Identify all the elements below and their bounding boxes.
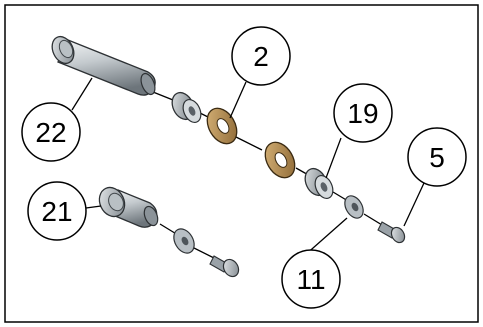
callout-circle (27, 181, 87, 241)
callout-circle (281, 249, 341, 309)
part-11-flat-washer-upper (344, 195, 364, 219)
part-5-bolt-lower (209, 255, 240, 278)
bushing-upper (171, 91, 202, 123)
callout-label-19: 19 (347, 98, 378, 129)
part-19-bronze-washer (264, 141, 296, 179)
part-11-flat-washer-lower (173, 228, 195, 254)
callout-19: 19 (333, 83, 393, 143)
part-2-bronze-washer (206, 107, 238, 145)
callout-22: 22 (21, 102, 81, 162)
part-19-bushing (304, 167, 334, 199)
callout-label-22: 22 (35, 117, 66, 148)
callout-label-2: 2 (253, 41, 269, 72)
callout-circle (231, 26, 291, 86)
callout-5: 5 (407, 127, 467, 187)
part-22-long-pin (51, 35, 156, 96)
callout-label-5: 5 (429, 142, 445, 173)
callout-2: 2 (231, 26, 291, 86)
callout-label-21: 21 (41, 196, 72, 227)
callout-11: 11 (281, 249, 341, 309)
callout-circle (333, 83, 393, 143)
part-21-short-pin (98, 186, 159, 228)
part-5-bolt-upper (377, 221, 406, 244)
callout-circle (407, 127, 467, 187)
callout-21: 21 (27, 181, 87, 241)
callout-label-11: 11 (296, 264, 325, 295)
leader-lines (71, 77, 425, 257)
callout-circle (21, 102, 81, 162)
